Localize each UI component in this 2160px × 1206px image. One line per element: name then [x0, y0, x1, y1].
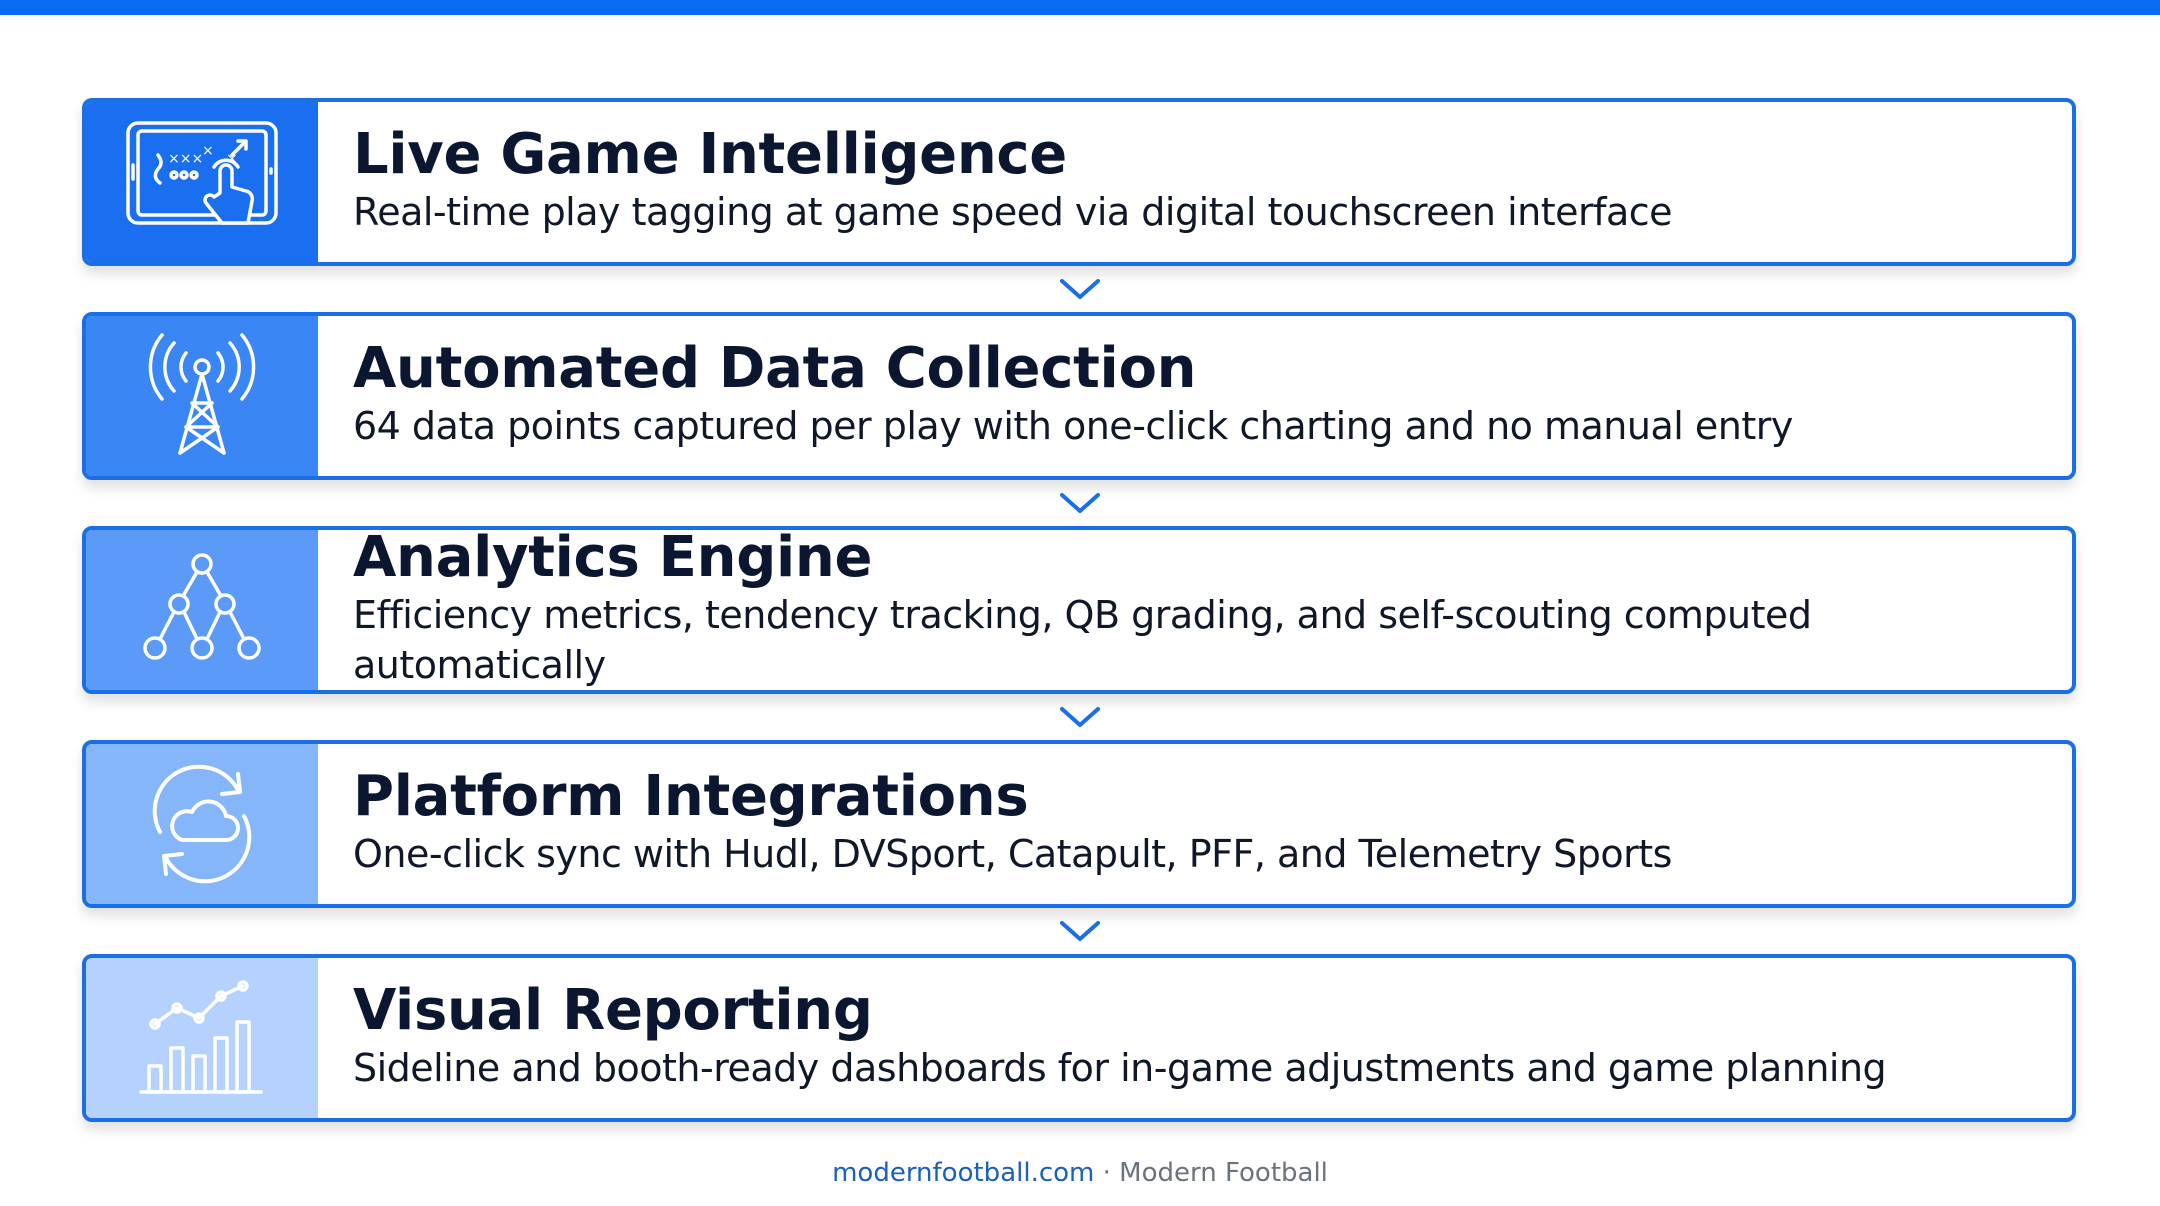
step-card-visual-reporting: Visual Reporting Sideline and booth-read…: [82, 954, 2076, 1122]
step-text: Analytics Engine Efficiency metrics, ten…: [318, 530, 2072, 690]
svg-text:×: ×: [226, 151, 238, 167]
footer-separator: ·: [1094, 1158, 1120, 1188]
step-description: Real-time play tagging at game speed via…: [353, 190, 1673, 234]
icon-panel: [86, 316, 318, 476]
step-title: Visual Reporting: [353, 978, 873, 1043]
step-title: Automated Data Collection: [353, 336, 1197, 401]
step-description: One-click sync with Hudl, DVSport, Catap…: [353, 832, 1672, 876]
step-title: Platform Integrations: [353, 764, 1029, 829]
chevron-down-icon: [1060, 707, 1100, 727]
step-title: Live Game Intelligence: [353, 122, 1067, 187]
footer-brand: Modern Football: [1119, 1158, 1328, 1188]
top-accent-bar: [0, 0, 2160, 15]
step-card-analytics-engine: Analytics Engine Efficiency metrics, ten…: [82, 526, 2076, 694]
chevron-down-icon: [1060, 279, 1100, 299]
footer: modernfootball.com · Modern Football: [0, 1158, 2160, 1188]
step-description: Sideline and booth-ready dashboards for …: [353, 1046, 1887, 1090]
chevron-down-icon: [1060, 921, 1100, 941]
step-description: 64 data points captured per play with on…: [353, 404, 1793, 448]
step-card-automated-data-collection: Automated Data Collection 64 data points…: [82, 312, 2076, 480]
step-title: Analytics Engine: [353, 526, 873, 590]
broadcast-tower-icon: [148, 333, 256, 455]
step-card-platform-integrations: Platform Integrations One-click sync wit…: [82, 740, 2076, 908]
svg-text:×: ×: [202, 143, 214, 159]
step-text: Platform Integrations One-click sync wit…: [318, 744, 2072, 904]
step-card-live-game-intelligence: ××× × × Live Game Intelligence Real-time…: [82, 98, 2076, 266]
bar-line-chart-icon: [139, 980, 263, 1094]
icon-panel: ××× × ×: [86, 102, 318, 262]
step-text: Live Game Intelligence Real-time play ta…: [318, 102, 2072, 262]
footer-link[interactable]: modernfootball.com: [832, 1158, 1095, 1188]
step-text: Visual Reporting Sideline and booth-read…: [318, 958, 2072, 1118]
step-text: Automated Data Collection 64 data points…: [318, 316, 2072, 476]
icon-panel: [86, 530, 318, 690]
chevron-down-icon: [1060, 493, 1100, 513]
icon-panel: [86, 744, 318, 904]
hierarchy-network-icon: [143, 553, 261, 660]
tablet-playbook-touch-icon: ××× × ×: [126, 121, 278, 225]
cloud-sync-icon: [152, 764, 252, 884]
step-description: Efficiency metrics, tendency tracking, Q…: [353, 593, 1812, 687]
icon-panel: [86, 958, 318, 1118]
svg-text:×××: ×××: [168, 151, 203, 167]
